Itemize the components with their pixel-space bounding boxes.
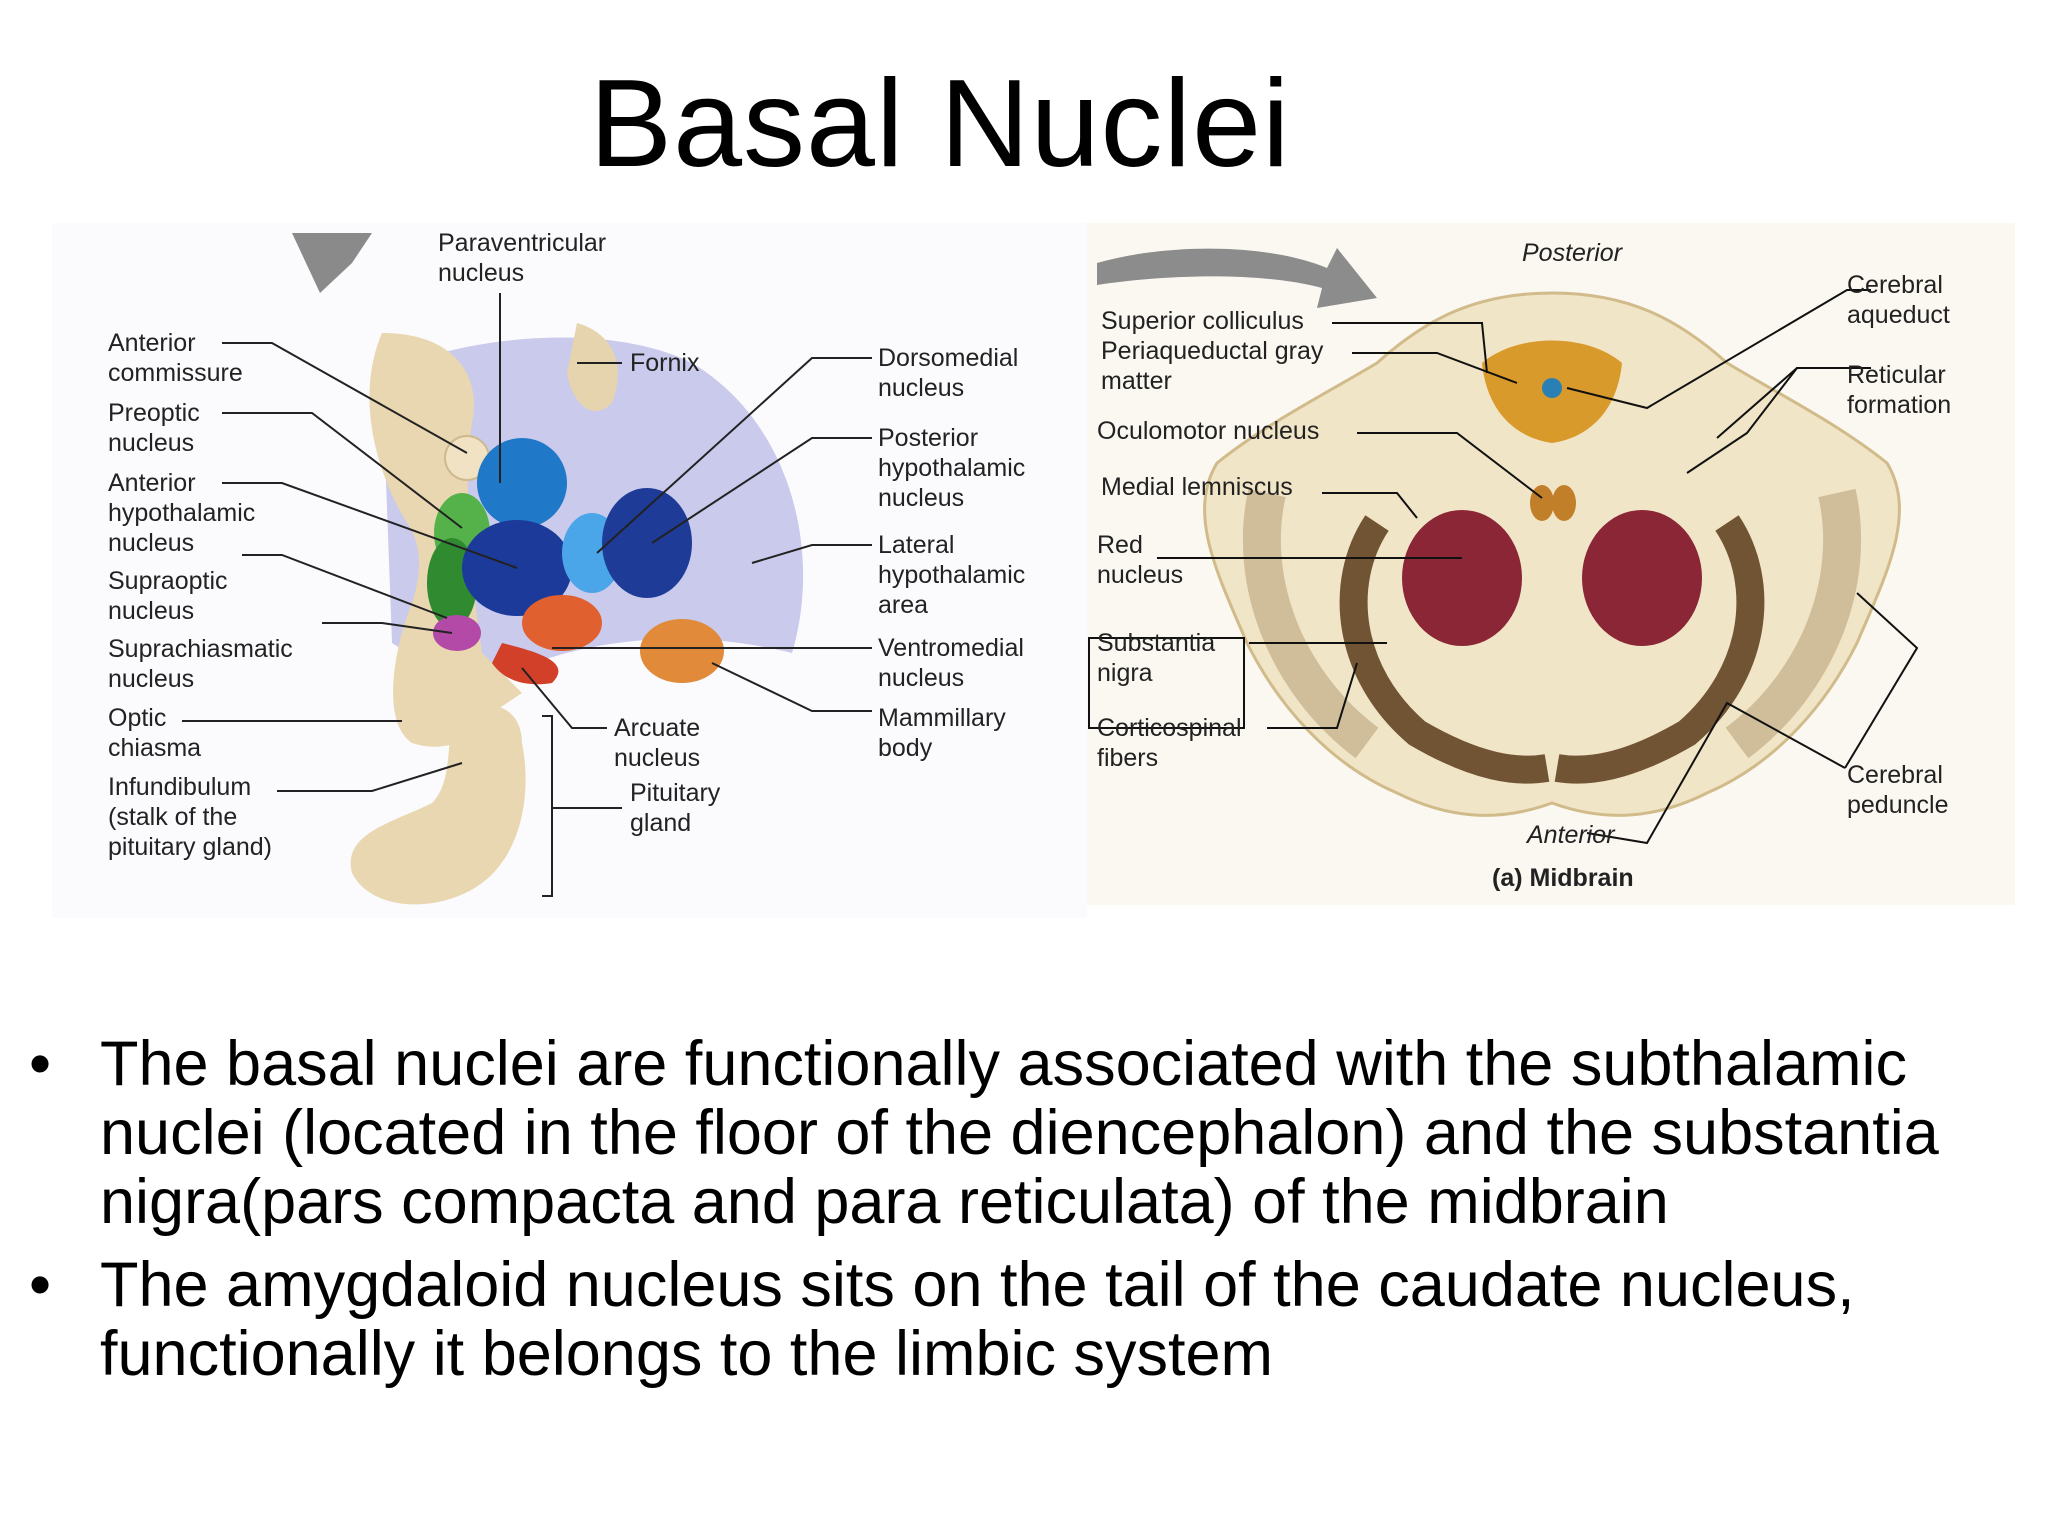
fornix-shape (567, 323, 618, 412)
label-fornix: Fornix (630, 349, 700, 377)
cerebral-peduncle-shape-left (1242, 488, 1379, 759)
label-pituitary: Pituitary (630, 779, 721, 807)
orientation-arrow (292, 233, 372, 293)
label-reticular: Reticular (1847, 361, 1946, 389)
suprachiasmatic-nucleus-shape (433, 615, 481, 651)
label-optic-chiasma-2: chiasma (108, 734, 201, 762)
label-medial-lemniscus: Medial lemniscus (1101, 473, 1293, 501)
label-periaqueductal-2: matter (1101, 367, 1172, 395)
orientation-arrow (1097, 248, 1377, 308)
label-anterior-hypothalamic-3: nucleus (108, 529, 194, 557)
hypothalamus-diagram: Paraventricular nucleus Anterior commiss… (52, 223, 1087, 918)
bullet-list: • The basal nuclei are functionally asso… (20, 1030, 2020, 1403)
label-suprachiasmatic: Suprachiasmatic (108, 635, 293, 663)
label-superior-colliculus: Superior colliculus (1101, 307, 1304, 335)
label-periaqueductal: Periaqueductal gray (1101, 337, 1324, 365)
oculomotor-nucleus-shape-right (1552, 485, 1576, 521)
slide-title: Basal Nuclei (589, 55, 1291, 193)
label-posterior-hypothalamic-3: nucleus (878, 484, 964, 512)
label-ventromedial-2: nucleus (878, 664, 964, 692)
cerebral-peduncle-shape-right (1725, 488, 1862, 759)
label-cerebral-peduncle: Cerebral (1847, 761, 1943, 789)
label-red-nucleus: Red (1097, 531, 1143, 559)
label-reticular-2: formation (1847, 391, 1951, 419)
label-paraventricular: Paraventricular (438, 229, 606, 257)
label-anterior: Anterior (1525, 821, 1616, 849)
label-corticospinal: Corticospinal (1097, 714, 1242, 742)
label-suprachiasmatic-2: nucleus (108, 665, 194, 693)
label-preoptic-2: nucleus (108, 429, 194, 457)
label-cerebral-peduncle-2: peduncle (1847, 791, 1948, 819)
label-red-nucleus-2: nucleus (1097, 561, 1183, 589)
label-posterior-hypothalamic: Posterior (878, 424, 978, 452)
label-corticospinal-2: fibers (1097, 744, 1158, 772)
label-dorsomedial-2: nucleus (878, 374, 964, 402)
label-optic-chiasma: Optic (108, 704, 166, 732)
label-mammillary: Mammillary (878, 704, 1006, 732)
red-nucleus-shape-left (1402, 510, 1522, 646)
label-mammillary-2: body (878, 734, 933, 762)
substantia-nigra-shape-left (1339, 515, 1550, 784)
bullet-marker: • (28, 1250, 52, 1320)
label-substantia-nigra: Substantia (1097, 629, 1215, 657)
label-supraoptic-2: nucleus (108, 597, 194, 625)
label-anterior-hypothalamic-2: hypothalamic (108, 499, 255, 527)
label-anterior-commissure-2: commissure (108, 359, 243, 387)
ventromedial-nucleus-shape (522, 595, 602, 651)
label-arcuate-2: nucleus (614, 744, 700, 772)
label-anterior-hypothalamic: Anterior (108, 469, 196, 497)
substantia-nigra-shape-right (1554, 515, 1765, 784)
label-infundibulum-3: pituitary gland) (108, 833, 272, 861)
pituitary-gland-shape (350, 705, 526, 905)
bullet-marker: • (28, 1029, 52, 1099)
label-oculomotor: Oculomotor nucleus (1097, 417, 1319, 445)
hypothalamus-leader-lines (182, 293, 872, 897)
label-lateral-hypothalamic-3: area (878, 591, 928, 619)
label-posterior-hypothalamic-2: hypothalamic (878, 454, 1025, 482)
label-infundibulum: Infundibulum (108, 773, 251, 801)
midbrain-leader-lines (1088, 289, 1919, 845)
midbrain-diagram: Posterior Anterior (a) Midbrain Superior… (1087, 223, 2015, 905)
bullet-item: • The basal nuclei are functionally asso… (20, 1030, 2020, 1237)
label-substantia-nigra-2: nigra (1097, 659, 1153, 687)
label-cerebral-aqueduct: Cerebral (1847, 271, 1943, 299)
red-nucleus-shape-right (1582, 510, 1702, 646)
paraventricular-nucleus-shape (477, 438, 567, 528)
label-supraoptic: Supraoptic (108, 567, 228, 595)
label-pituitary-2: gland (630, 809, 691, 837)
label-paraventricular-2: nucleus (438, 259, 524, 287)
bullet-text: The basal nuclei are functionally associ… (100, 1029, 1939, 1237)
label-dorsomedial: Dorsomedial (878, 344, 1018, 372)
posterior-hypothalamic-nucleus-shape (602, 488, 692, 598)
label-anterior-commissure: Anterior (108, 329, 196, 357)
label-infundibulum-2: (stalk of the (108, 803, 237, 831)
label-lateral-hypothalamic-2: hypothalamic (878, 561, 1025, 589)
label-arcuate: Arcuate (614, 714, 700, 742)
label-preoptic: Preoptic (108, 399, 200, 427)
bullet-item: • The amygdaloid nucleus sits on the tai… (20, 1251, 2020, 1389)
bullet-text: The amygdaloid nucleus sits on the tail … (100, 1250, 1855, 1389)
label-posterior: Posterior (1522, 239, 1624, 267)
label-lateral-hypothalamic: Lateral (878, 531, 954, 559)
label-midbrain-caption: (a) Midbrain (1492, 864, 1634, 892)
label-ventromedial: Ventromedial (878, 634, 1024, 662)
mammillary-body-shape (640, 619, 724, 683)
arcuate-nucleus-shape (492, 643, 559, 685)
label-cerebral-aqueduct-2: aqueduct (1847, 301, 1950, 329)
cerebral-aqueduct-shape (1542, 378, 1562, 398)
